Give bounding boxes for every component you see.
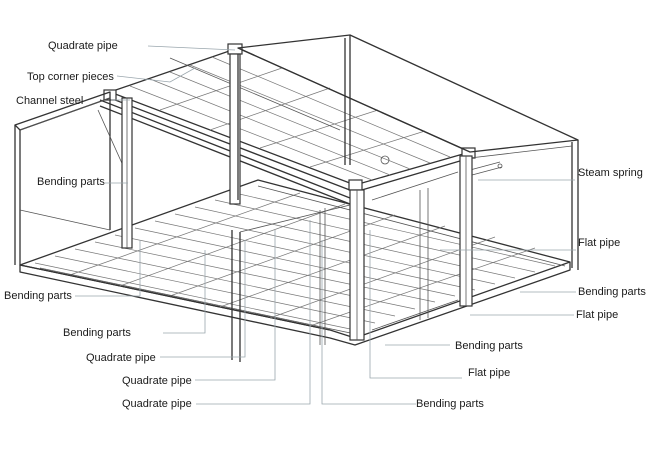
label-top-corner-pieces: Top corner pieces [27, 71, 114, 83]
label-quadrate-pipe-top: Quadrate pipe [48, 40, 118, 52]
label-bending-parts-lower-left: Bending parts [63, 327, 131, 339]
roof-frame [99, 43, 476, 205]
left-wing-frame [14, 91, 126, 265]
label-channel-steel: Channel steel [16, 95, 83, 107]
label-bending-parts-center: Bending parts [455, 340, 523, 352]
right-wing-frame [237, 34, 579, 270]
label-quadrate-pipe-3: Quadrate pipe [122, 398, 192, 410]
label-bending-parts-upper: Bending parts [37, 176, 105, 188]
label-flat-pipe-bottom: Flat pipe [468, 367, 510, 379]
label-flat-pipe-upper: Flat pipe [578, 237, 620, 249]
label-steam-spring: Steam spring [578, 167, 643, 179]
leader-lines [75, 45, 576, 405]
label-flat-pipe-right: Flat pipe [576, 309, 618, 321]
label-quadrate-pipe-1: Quadrate pipe [86, 352, 156, 364]
label-quadrate-pipe-2: Quadrate pipe [122, 375, 192, 387]
floor-frame [19, 179, 571, 346]
label-bending-parts-bottom: Bending parts [416, 398, 484, 410]
folded-wall-panels [231, 171, 459, 362]
label-bending-parts-right: Bending parts [578, 286, 646, 298]
part-labels: Quadrate pipe Top corner pieces Channel … [4, 40, 646, 410]
corner-posts [121, 53, 473, 341]
label-bending-parts-left: Bending parts [4, 290, 72, 302]
